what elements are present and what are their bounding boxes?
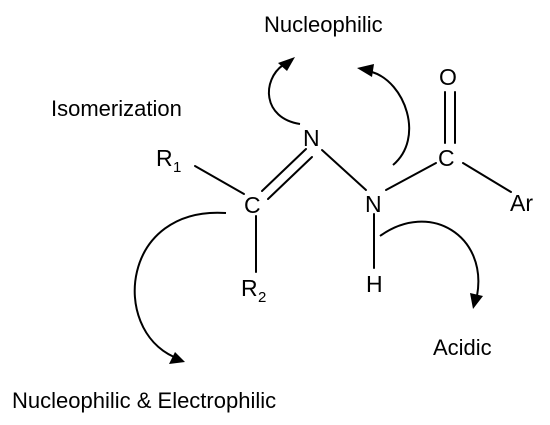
arrow-nh-nucleophilic (357, 64, 411, 166)
bond-n-n (321, 149, 367, 191)
bond-n-c-carbonyl (385, 162, 437, 191)
svg-text:R: R (241, 275, 258, 301)
label-acidic: Acidic (433, 335, 492, 360)
atom-o: O (439, 64, 457, 90)
label-nucleophilic-electrophilic: Nucleophilic & Electrophilic (12, 388, 276, 413)
double-bond-c-n (261, 148, 313, 200)
label-nucleophilic-top: Nucleophilic (264, 12, 383, 37)
label-isomerization: Isomerization (51, 96, 182, 121)
svg-text:1: 1 (173, 159, 181, 176)
r1-label: R 1 (156, 145, 181, 176)
atom-ar: Ar (510, 190, 533, 216)
atom-c-imine: C (244, 192, 261, 218)
r2-label: R 2 (241, 275, 266, 306)
arrow-c-nucleophilic-electrophilic (133, 211, 227, 364)
atom-c-carbonyl: C (438, 145, 455, 171)
svg-text:R: R (156, 145, 173, 171)
atom-n-amide: N (365, 191, 382, 217)
bond-r1-c (194, 165, 245, 195)
double-bond-c-o (444, 91, 456, 144)
arrow-nh-acidic (379, 220, 483, 309)
arrow-n-nucleophilic (267, 57, 301, 125)
bond-c-ar (462, 162, 512, 193)
svg-text:2: 2 (258, 289, 266, 306)
atom-h: H (366, 271, 383, 297)
atom-n-imine: N (303, 125, 320, 151)
